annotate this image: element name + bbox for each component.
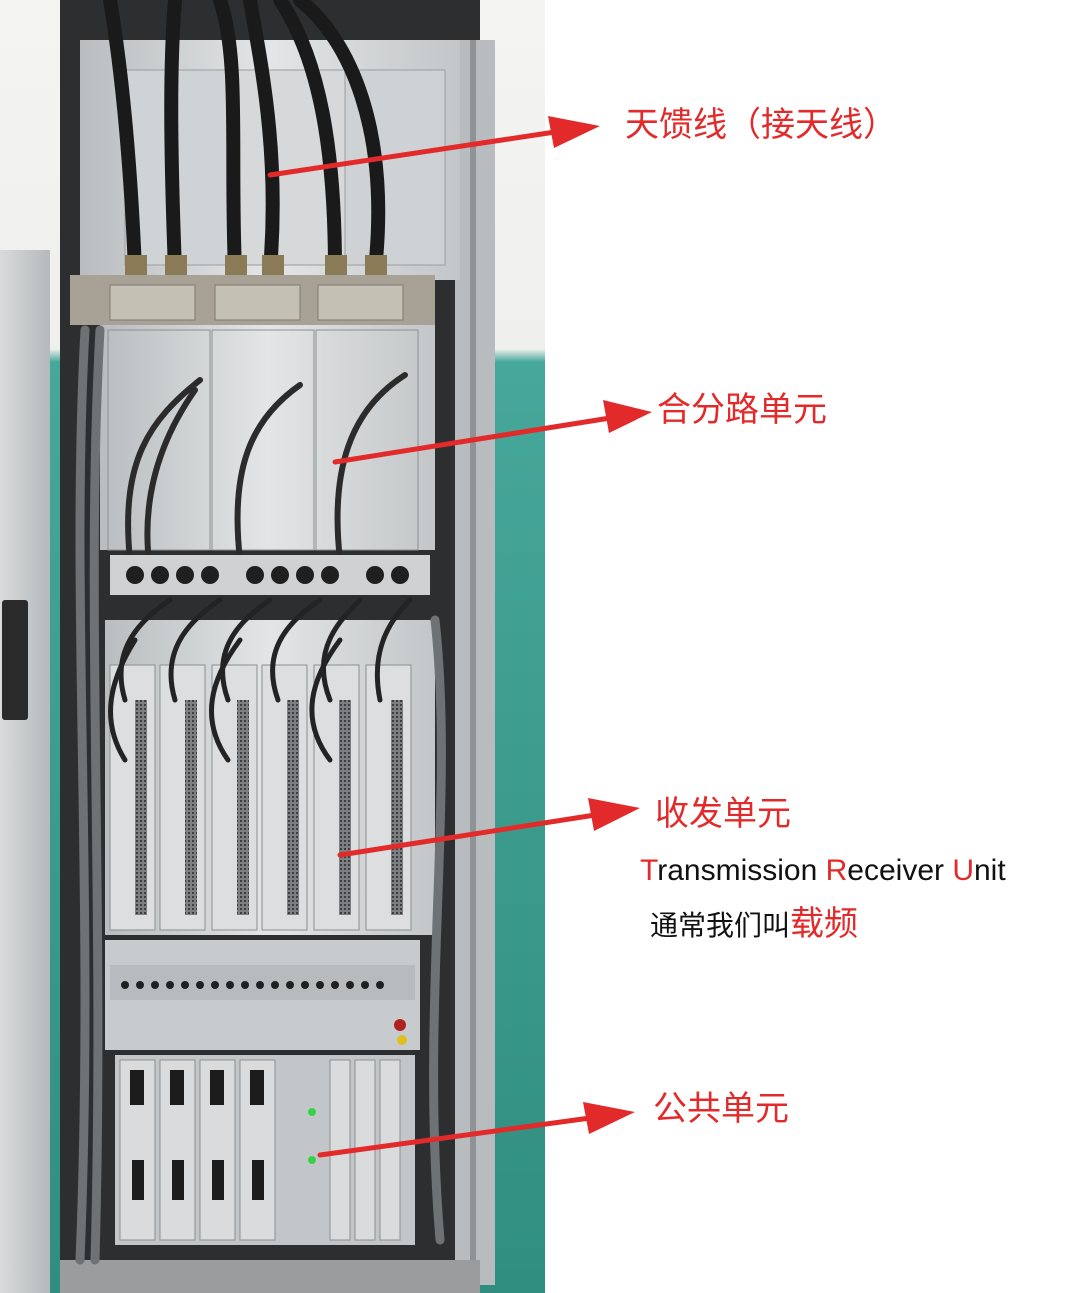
arrowhead-transceiver-unit (588, 798, 640, 831)
arrowhead-combiner-unit (603, 400, 652, 433)
label-trx-expansion: Transmission Receiver Unit (640, 856, 1006, 886)
label-transceiver-unit: 收发单元 (655, 794, 791, 834)
trx-letter-r: R (825, 854, 848, 887)
label-common-unit: 公共单元 (653, 1089, 789, 1129)
carrier-prefix: 通常我们叫 (650, 909, 791, 942)
label-combiner-unit: 合分路单元 (657, 390, 827, 430)
label-antenna-feeder: 天馈线（接天线） (625, 105, 897, 145)
trx-text-ransmission: ransmission (657, 854, 826, 887)
bts-cabinet-photo (0, 0, 545, 1293)
trx-text-nit: nit (974, 854, 1006, 887)
trx-letter-u: U (952, 854, 974, 887)
trx-text-eceiver: eceiver (847, 854, 953, 887)
arrowhead-antenna-feeder (548, 116, 600, 148)
arrowhead-common-unit (583, 1102, 635, 1134)
trx-letter-t: T (640, 854, 658, 887)
carrier-highlight: 载频 (790, 904, 859, 944)
label-carrier-note: 通常我们叫载频 (650, 907, 858, 941)
